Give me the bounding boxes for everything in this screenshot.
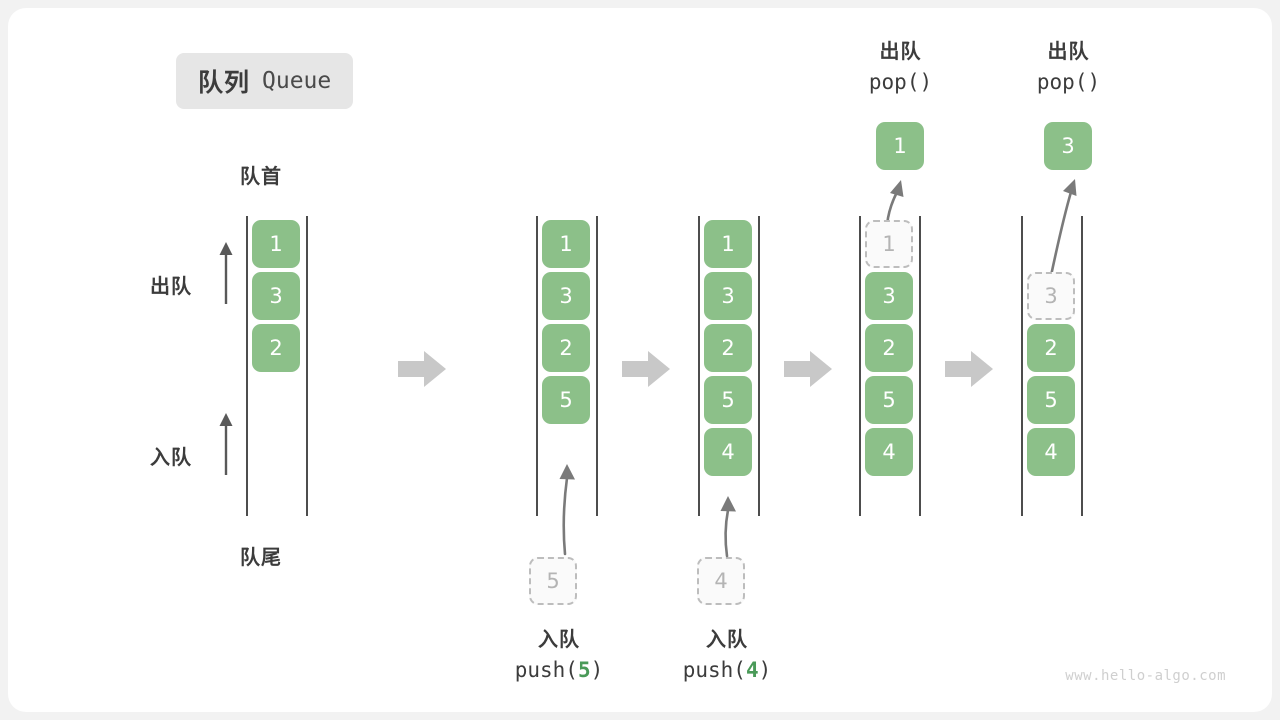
enqueue-direction-arrow-icon (219, 413, 233, 475)
queue-cell: 2 (704, 324, 752, 372)
popped-cell: 3 (1044, 122, 1092, 170)
code-suffix: ) (758, 658, 772, 682)
rail-left (698, 216, 700, 516)
title-en: Queue (262, 68, 332, 94)
queue-cell: 5 (865, 376, 913, 424)
queue-cell: 5 (1027, 376, 1075, 424)
queue-cell: 1 (252, 220, 300, 268)
queue-cell: 3 (704, 272, 752, 320)
queue-cell: 2 (1027, 324, 1075, 372)
code-prefix: push( (682, 658, 746, 682)
queue-cell-ghost: 3 (1027, 272, 1075, 320)
queue-head-label: 队首 (240, 166, 282, 188)
push-4-label-code: push(4) (642, 655, 812, 685)
queue-cell-new: 5 (542, 376, 590, 424)
rail-left (859, 216, 861, 516)
rail-right (596, 216, 598, 516)
push-5-label: 入队 push(5) (474, 626, 644, 685)
queue-cell: 1 (704, 220, 752, 268)
code-prefix: push( (514, 658, 578, 682)
queue-cell: 1 (542, 220, 590, 268)
push-4-label-cn: 入队 (706, 629, 748, 651)
pop-2-label: 出队 pop() (996, 38, 1141, 97)
queue-cell: 2 (252, 324, 300, 372)
pop-1-label-cn: 出队 (879, 41, 922, 63)
transition-arrow-icon (622, 351, 670, 387)
dequeue-direction-arrow-icon (219, 242, 233, 304)
rail-right (758, 216, 760, 516)
queue-cell: 4 (1027, 428, 1075, 476)
code-suffix: ) (590, 658, 604, 682)
watermark: www.hello-algo.com (1065, 668, 1226, 684)
code-arg: 5 (577, 658, 591, 682)
push-5-label-code: push(5) (474, 655, 644, 685)
title-cn: 队列 (198, 69, 251, 97)
queue-cell: 3 (542, 272, 590, 320)
transition-arrow-icon (945, 351, 993, 387)
rail-right (306, 216, 308, 516)
rail-left (536, 216, 538, 516)
queue-tail-label: 队尾 (240, 547, 282, 569)
push-4-label: 入队 push(4) (642, 626, 812, 685)
rail-left (246, 216, 248, 516)
queue-cell: 4 (865, 428, 913, 476)
popped-cell: 1 (876, 122, 924, 170)
rail-right (919, 216, 921, 516)
queue-cell: 3 (252, 272, 300, 320)
incoming-ghost-cell: 4 (697, 557, 745, 605)
push-5-label-cn: 入队 (538, 629, 580, 651)
queue-cell: 2 (542, 324, 590, 372)
dequeue-direction-label: 出队 (150, 276, 192, 298)
queue-cell: 2 (865, 324, 913, 372)
diagram-card: 队列 Queue 队首 队尾 出队 入队 1 3 2 (8, 8, 1272, 712)
pop-2-label-code: pop() (1036, 70, 1101, 94)
queue-cell-new: 4 (704, 428, 752, 476)
diagram-title-badge: 队列 Queue (176, 53, 354, 109)
enqueue-direction-label: 入队 (150, 447, 192, 469)
push-arrow-icon (720, 496, 736, 558)
transition-arrow-icon (398, 351, 446, 387)
incoming-ghost-cell: 5 (529, 557, 577, 605)
rail-right (1081, 216, 1083, 516)
push-arrow-icon (559, 464, 575, 556)
queue-cell: 3 (865, 272, 913, 320)
transition-arrow-icon (784, 351, 832, 387)
queue-cell: 5 (704, 376, 752, 424)
pop-1-label-code: pop() (868, 70, 933, 94)
rail-left (1021, 216, 1023, 516)
pop-2-label-cn: 出队 (1047, 41, 1090, 63)
queue-cell-ghost: 1 (865, 220, 913, 268)
pop-1-label: 出队 pop() (828, 38, 973, 97)
code-arg: 4 (745, 658, 759, 682)
